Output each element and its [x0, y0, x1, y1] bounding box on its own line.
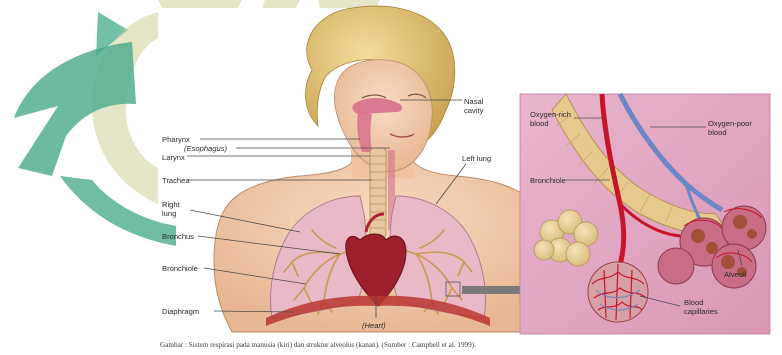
capillary-alveolus — [588, 262, 648, 322]
label-oxygen-rich-line2: blood — [530, 119, 549, 128]
label-oxygen-poor-line2: blood — [708, 128, 727, 137]
label-right-lung-line2: lung — [162, 209, 176, 218]
label-diaphragm: Diaphragm — [162, 307, 199, 316]
label-nasal-cavity-line2: cavity — [464, 106, 484, 115]
label-left-lung: Left lung — [462, 154, 491, 163]
label-oxygen-poor-line1: Oxygen-poor — [708, 119, 752, 128]
label-larynx: Larynx — [162, 153, 185, 162]
label-heart: (Heart) — [362, 321, 386, 330]
trachea — [370, 148, 386, 238]
label-nasal-cavity-line1: Nasal — [464, 97, 484, 106]
human-respiratory-system — [214, 6, 548, 332]
label-bronchiole-right: Bronchiole — [530, 176, 566, 185]
label-bronchus: Bronchus — [162, 232, 194, 241]
label-alveoli: Alveoli — [724, 270, 747, 279]
alveolus-detail — [520, 94, 770, 334]
label-oxygen-rich-line1: Oxygen-rich — [530, 110, 571, 119]
label-esophagus: (Esophagus) — [184, 144, 228, 153]
label-blood-capillaries-line1: Blood — [684, 298, 703, 307]
figure-caption: Gambar : Sistem respirasi pada manusia (… — [160, 341, 760, 349]
label-right-lung-line1: Right — [162, 200, 181, 209]
label-trachea: Trachea — [162, 176, 190, 185]
label-pharynx: Pharynx — [162, 135, 190, 144]
label-blood-capillaries-line2: capillaries — [684, 307, 718, 316]
label-bronchiole-left: Bronchiole — [162, 264, 198, 273]
